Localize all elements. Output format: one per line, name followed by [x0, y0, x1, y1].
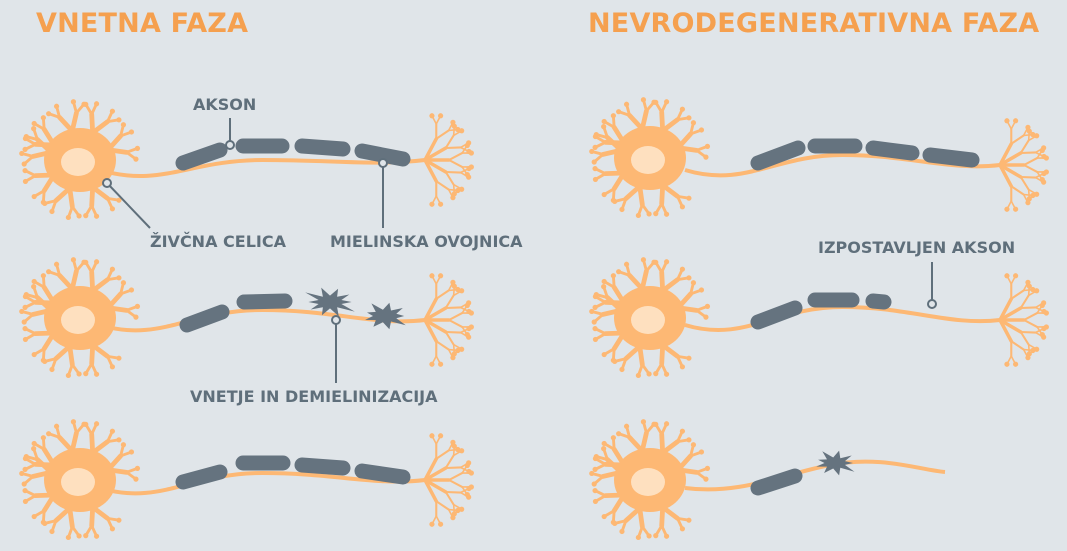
exposed-axon-label-connector-dot [928, 300, 936, 308]
axon [685, 307, 1000, 330]
neuron-healthy-3 [589, 97, 1049, 218]
inflammatory-phase-title: VNETNA FAZA [36, 8, 248, 39]
myelin-segment [930, 155, 972, 160]
myelin-label-connector-dot [379, 159, 387, 167]
myelin-segment [758, 476, 795, 488]
myelin-segment [183, 472, 220, 482]
damage-burst [365, 303, 406, 329]
neuron-healthy-2 [19, 419, 474, 540]
neurodegenerative-phase-title: NEVRODEGENERATIVNA FAZA [588, 8, 1039, 39]
myelin-segment [302, 146, 343, 149]
myelin-segment [244, 301, 285, 302]
myelin-segment [187, 312, 222, 325]
myelin-segment [362, 471, 403, 477]
cell-nucleus [61, 148, 95, 176]
axon-label: AKSON [193, 95, 256, 114]
axon [685, 462, 945, 490]
inflammation-demyelination-label: VNETJE IN DEMIELINIZACIJA [190, 387, 438, 406]
nerve-cell-label-connector-dot [103, 179, 111, 187]
cell-nucleus [61, 306, 95, 334]
nerve-cell-label-connector-line [107, 183, 150, 228]
nerve-cell-label: ŽIVČNA CELICA [150, 232, 286, 251]
myelin-segment [302, 465, 343, 468]
neuron-inflamed [19, 257, 474, 378]
exposed-axon-label: IZPOSTAVLJEN AKSON [818, 238, 1015, 257]
myelin-segment [758, 308, 795, 322]
cell-nucleus [631, 306, 665, 334]
myelin-segment [362, 151, 403, 159]
cell-nucleus [61, 468, 95, 496]
neuron-degenerated [589, 419, 945, 540]
myelin-segment [873, 148, 912, 153]
cell-nucleus [631, 146, 665, 174]
cell-nucleus [631, 468, 665, 496]
myelin-segment [873, 301, 884, 302]
neuron-exposed-axon [589, 257, 1049, 378]
axon-label-connector-dot [226, 141, 234, 149]
inflammation-label-connector-dot [332, 316, 340, 324]
neuron-healthy-1 [19, 99, 474, 220]
myelin-sheath-label: MIELINSKA OVOJNICA [330, 232, 523, 251]
damage-burst [816, 451, 854, 476]
axon [100, 160, 425, 176]
myelin-segment [183, 150, 220, 163]
